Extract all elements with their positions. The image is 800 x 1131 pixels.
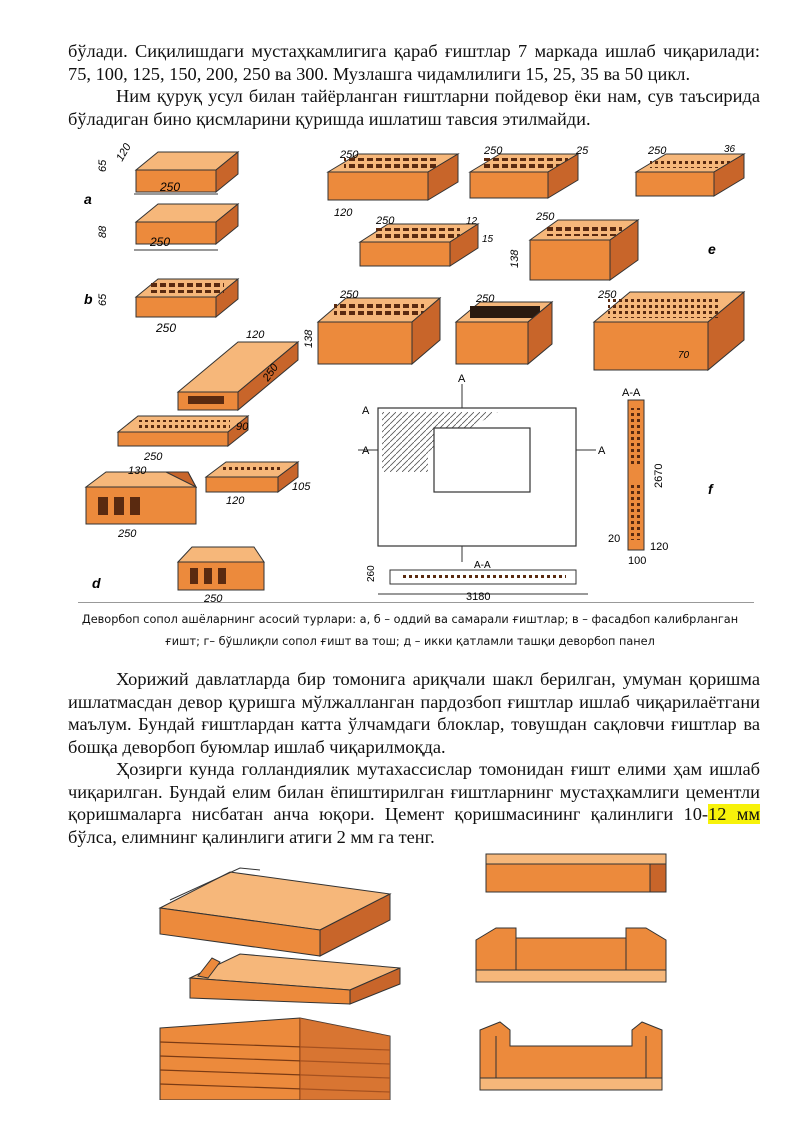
block-e-5: 250 138 xyxy=(509,211,640,281)
dim-label: 260 xyxy=(366,565,377,582)
block-e-1: 250 120 xyxy=(326,149,460,219)
dim-label: 250 xyxy=(475,293,495,305)
brick-g-small: 120 105 xyxy=(204,461,311,507)
paragraph-4-text: Ҳозирги кунда голландиялик мутахассислар… xyxy=(68,759,760,824)
paragraph-4: Ҳозирги кунда голландиялик мутахассислар… xyxy=(68,758,760,848)
label-b: b xyxy=(84,291,93,307)
brick-types-drawing: 250 65 120 a 250 88 250 65 b xyxy=(84,141,746,605)
dim-label: 12 xyxy=(466,216,478,227)
dim-label: 3180 xyxy=(466,591,490,602)
dim-label: 120 xyxy=(226,495,245,507)
label-a: a xyxy=(84,191,92,207)
panel-f-front-view: A A A A xyxy=(358,373,606,562)
brick-b-perforated: 250 65 xyxy=(97,277,240,335)
dim-label: 65 xyxy=(97,293,109,306)
figure-caption-line-1: Деворбоп сопол ашёларнинг асосий турлари… xyxy=(81,613,739,626)
profiled-brick-5 xyxy=(479,1021,663,1091)
profiled-brick-3 xyxy=(485,853,667,893)
label-e: e xyxy=(708,241,716,257)
section-mark: A xyxy=(598,445,606,457)
section-mark: A xyxy=(362,405,370,417)
dim-label: 36 xyxy=(724,144,736,155)
section-label: А-А xyxy=(474,560,491,571)
dim-label: 250 xyxy=(483,145,503,157)
paragraph-4-text-end: бўлса, елимнинг қалинлиги атиги 2 мм га … xyxy=(68,826,435,847)
dim-label: 2670 xyxy=(653,464,665,488)
dim-label: 250 xyxy=(203,593,223,602)
section-mark: A xyxy=(458,373,466,385)
block-e-4: 250 12 15 xyxy=(358,215,494,267)
label-d: d xyxy=(92,575,101,591)
highlighted-text: 12 мм xyxy=(708,804,760,824)
brick-types-figure: 250 65 120 a 250 88 250 65 b xyxy=(78,141,754,605)
dim-label: 250 xyxy=(535,211,555,223)
profiled-brick-4 xyxy=(475,927,667,983)
dim-label: 20 xyxy=(608,533,620,545)
dim-label: 138 xyxy=(509,249,521,268)
paragraph-3: Хорижий давлатларда бир томонига ариқчал… xyxy=(68,669,760,757)
block-e-7: 250 xyxy=(454,293,554,366)
brick-a-thick: 250 88 xyxy=(97,203,239,251)
dim-label: 120 xyxy=(650,541,668,553)
dim-label: 250 xyxy=(117,528,137,540)
block-e-2: 250 25 xyxy=(468,145,589,199)
brick-d-hollow-stone: 250 xyxy=(176,546,265,605)
figure-caption-line-2: ғишт; г– бўшлиқли сопол ғишт ва тош; д –… xyxy=(165,635,655,648)
profiled-bricks-figure xyxy=(150,850,670,1101)
dim-label: 250 xyxy=(159,180,180,194)
dim-label: 90 xyxy=(236,421,249,433)
dim-label: 250 xyxy=(339,289,359,301)
block-e-3: 250 36 xyxy=(634,144,746,197)
brick-a-solid: 250 65 120 xyxy=(97,141,239,195)
dim-label: 250 xyxy=(149,235,170,249)
paragraph-1: бўлади. Сиқилишдаги мустаҳкамлигига қара… xyxy=(68,41,760,84)
section-mark: A xyxy=(362,445,370,457)
dim-label: 25 xyxy=(575,145,589,157)
figure-divider xyxy=(78,602,754,603)
profiled-bricks-drawing xyxy=(158,853,667,1101)
dim-label: 120 xyxy=(246,329,265,341)
dim-label: 138 xyxy=(303,329,315,348)
brick-g-hollow-flat: 250 90 xyxy=(116,414,250,463)
brick-wall-corner xyxy=(159,1017,391,1101)
dim-label: 250 xyxy=(339,149,359,161)
block-e-8: 250 70 xyxy=(593,289,745,371)
section-label: А-А xyxy=(622,387,641,399)
dim-label: 250 xyxy=(597,289,617,301)
dim-label: 105 xyxy=(292,481,311,493)
dim-label: 250 xyxy=(155,321,176,335)
dim-label: 130 xyxy=(128,465,147,477)
dim-label: 250 xyxy=(647,145,667,157)
panel-f-section: А-А 2670 20 120 100 xyxy=(608,387,668,567)
profiled-brick-1 xyxy=(158,867,392,957)
dim-label: 65 xyxy=(97,159,109,172)
brick-g-hollow-stone: 250 130 xyxy=(84,465,198,540)
dim-label: 88 xyxy=(97,225,109,238)
paragraph-2: Ним қуруқ усул билан тайёрланган ғиштлар… xyxy=(68,86,760,129)
dim-label: 70 xyxy=(678,350,690,361)
dim-label: 250 xyxy=(143,451,163,463)
dim-label: 15 xyxy=(482,234,494,245)
dim-label: 100 xyxy=(628,555,646,567)
dim-label: 120 xyxy=(334,207,353,219)
block-e-6: 250 138 xyxy=(303,289,442,366)
dim-label: 250 xyxy=(375,215,395,227)
brick-v-facade: 100 120 250 xyxy=(176,329,300,427)
dim-label: 120 xyxy=(114,142,134,164)
label-f: f xyxy=(708,481,714,497)
panel-f-plan: 3180 А-А 260 xyxy=(366,560,588,603)
profiled-brick-2 xyxy=(188,953,401,1005)
